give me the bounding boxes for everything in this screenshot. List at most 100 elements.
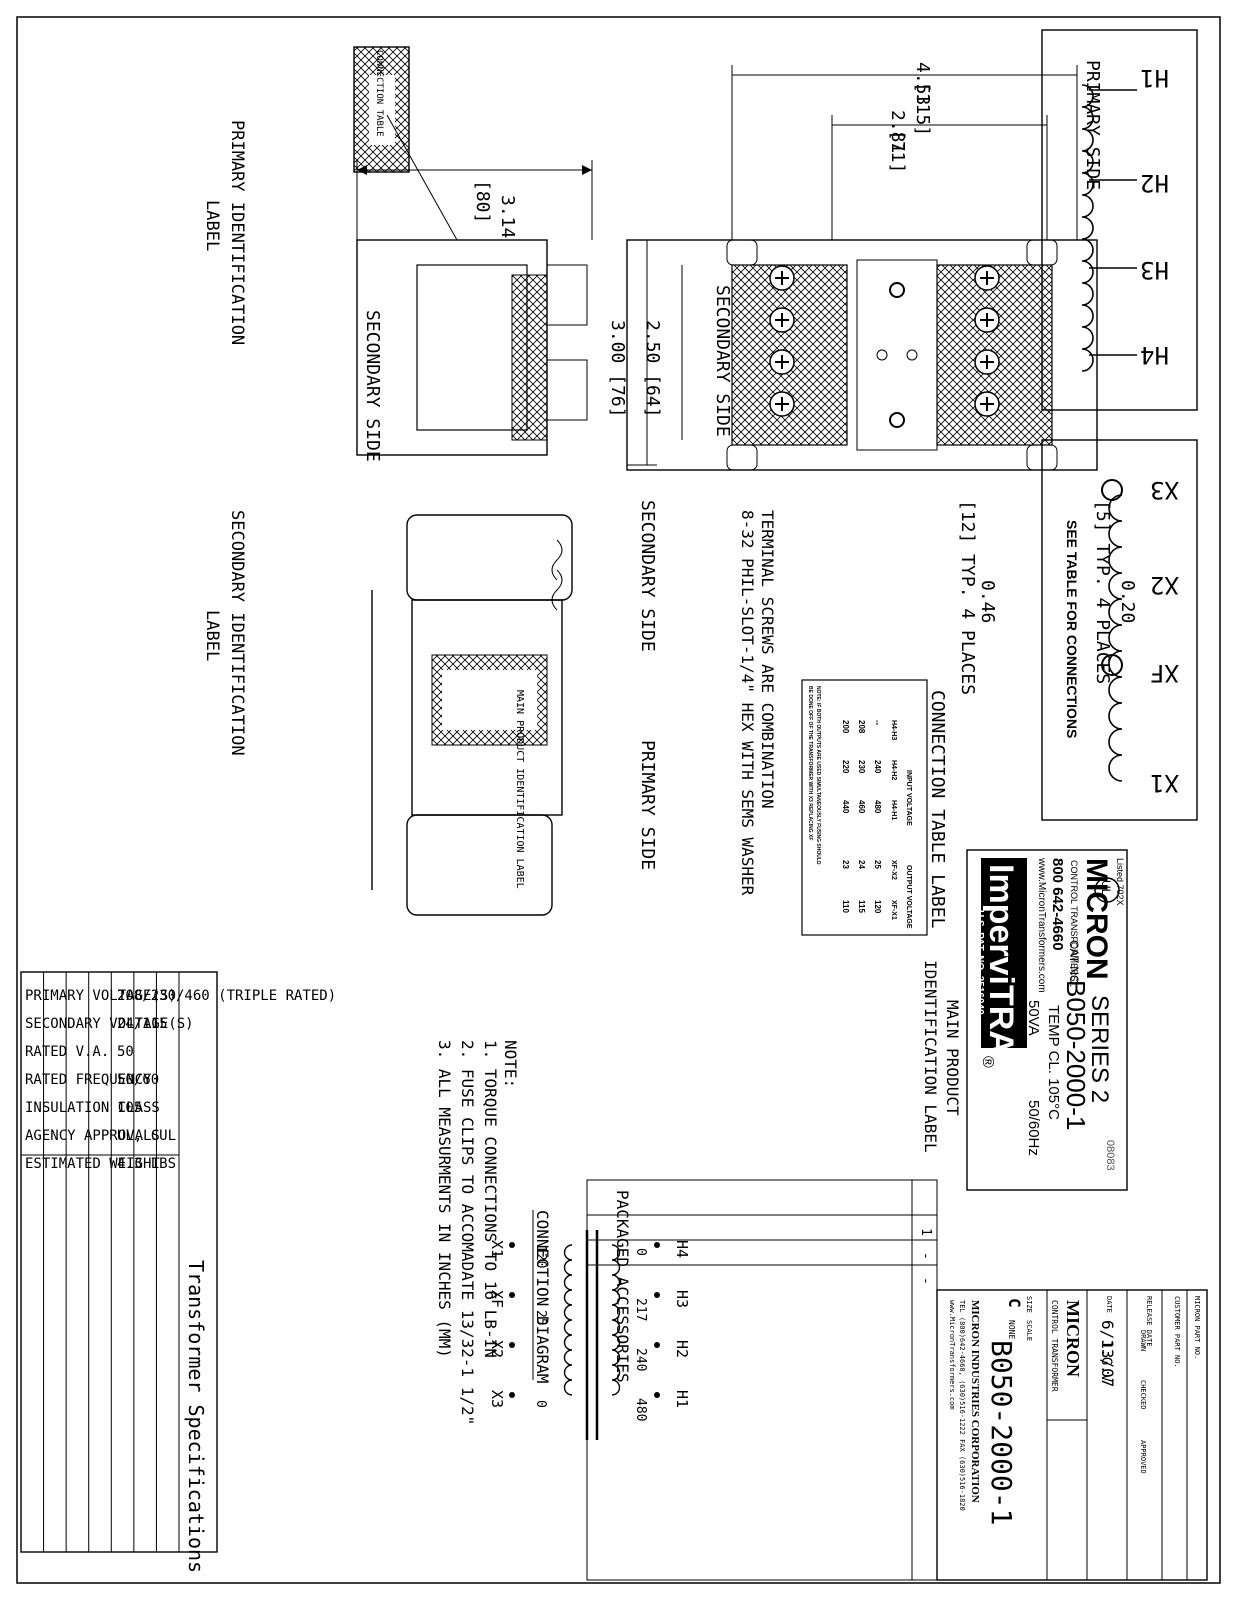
- column-header: H4-H2: [890, 760, 897, 780]
- secondary-id-label: X3 X2 XF X1 SEE TABLE FOR CONNECTIONS: [1041, 439, 1198, 821]
- scale-label: SCALE: [1025, 1320, 1033, 1341]
- dim-80mm: [80]: [472, 180, 493, 223]
- secondary-coil: [1108, 494, 1123, 782]
- website: www.MicronTransformers.com: [1036, 857, 1047, 993]
- spec-label: AGENCY APPROVALS: [25, 1128, 160, 1144]
- secondary-side-view: [356, 114, 593, 456]
- table-cell: 120: [873, 900, 882, 914]
- column-header: H4-H3: [890, 720, 897, 740]
- fuse-clip-icon: [1101, 479, 1123, 501]
- table-note: BE DONE OFF OF THE TRANSFORMER WITH X3 R…: [807, 686, 813, 840]
- secondary-side-caption: SECONDARY SIDE: [362, 310, 383, 462]
- table-cell: 23: [841, 860, 850, 869]
- dim-3-00: 3.00 [76]: [607, 320, 628, 418]
- secondary-label-caption-1: SECONDARY IDENTIFICATION: [227, 510, 247, 756]
- catalog-number: B050-2000-1: [1061, 980, 1091, 1130]
- secondary-side-caption-side: SECONDARY SIDE: [637, 500, 658, 652]
- input-header: INPUT VOLTAGE: [905, 770, 912, 826]
- primary-coil: [1081, 84, 1094, 372]
- diagram-terminal: H2: [673, 1340, 691, 1358]
- spec-value: 50/60: [117, 1072, 159, 1088]
- diagram-terminal: H1: [673, 1390, 691, 1408]
- size-label: SIZE: [1025, 1296, 1033, 1313]
- dim-0-20-note: [5] TYP. 4 PLACES: [1092, 500, 1113, 684]
- column-header: H4-H1: [890, 800, 897, 820]
- table-cell: 25: [873, 860, 882, 869]
- drawn-value: J.G.V: [1098, 1340, 1114, 1383]
- side-view-label: MAIN PRODUCT IDENTIFICATION LABEL: [514, 690, 525, 889]
- diagram-terminal: XF: [488, 1290, 506, 1308]
- diagram-value: 0: [533, 1400, 548, 1408]
- part-label: MICRON PART NO.: [1193, 1296, 1201, 1359]
- side-view: [371, 514, 573, 916]
- terminal-note-2: 8-32 PHIL-SLOT-1/4" HEX WITH SEMS WASHER: [738, 510, 757, 896]
- micron-logo-sub: CONTROL TRANSFORMERS: [1069, 860, 1079, 982]
- spec-label: INSULATION CLASS: [25, 1100, 160, 1116]
- primary-id-label: H1 H2 H3 H4: [1041, 29, 1198, 411]
- rated-hz: 50/60Hz: [1025, 1100, 1042, 1156]
- title-block: MICRON CONTROL TRANSFORMER MICRON INDUST…: [936, 1289, 1208, 1581]
- table-cell: 110: [841, 900, 850, 913]
- sheet-border: [16, 16, 1221, 1584]
- diagram-value: 0: [633, 1248, 648, 1256]
- dim-3-14: 3.14: [497, 195, 518, 238]
- spec-value: 24/115: [117, 1016, 168, 1032]
- diagram-value: 120: [533, 1245, 548, 1268]
- dim-4-53: 4.53: [912, 62, 933, 105]
- table-cell: 460: [857, 800, 866, 814]
- cat-label: CAT NO.: [1067, 940, 1081, 988]
- terminal-h1: H1: [1140, 64, 1169, 92]
- dim-2-50: 2.50 [64]: [642, 320, 663, 418]
- table-cell: 440: [841, 800, 850, 814]
- customer-label: CUSTOMER PART NO.: [1173, 1296, 1181, 1368]
- svg-text:UL: UL: [1099, 880, 1113, 896]
- spec-label: ESTIMATED WEIGHT: [25, 1156, 160, 1172]
- title-logo: MICRON: [1063, 1300, 1083, 1377]
- main-product-label: ImperviTRAN U.S. PAT. NO. 3516040 ® MICR…: [966, 849, 1128, 1191]
- rated-va: 50VA: [1025, 1000, 1042, 1036]
- dim-0-46-note: [12] TYP. 4 PLACES: [957, 500, 978, 695]
- connection-table-tag-text: CONNECTION TABLE: [374, 50, 384, 137]
- primary-label-caption-2: LABEL: [202, 200, 222, 251]
- table-cell: 115: [857, 900, 866, 913]
- spec-value: 208/230/460 (TRIPLE RATED): [117, 988, 336, 1004]
- patent-number: U.S. PAT. NO. 3516040: [974, 910, 985, 1015]
- table-cell: --: [873, 720, 882, 726]
- packaged-accessories: PACKAGED ACCESSORIES 1 - -: [586, 1179, 938, 1581]
- accessory-row-1: 1: [918, 1228, 933, 1236]
- spec-label: RATED FREQUENCY: [25, 1072, 152, 1088]
- diagram-terminal: X2: [488, 1340, 506, 1358]
- terminal-x3: X3: [1150, 476, 1179, 504]
- terminal-h4: H4: [1140, 341, 1169, 369]
- secondary-label-note: SEE TABLE FOR CONNECTIONS: [1064, 520, 1080, 738]
- dim-71mm: [71]: [887, 130, 908, 173]
- main-label-caption-2: IDENTIFICATION LABEL: [921, 960, 940, 1153]
- product-brand: ImperviTRAN: [982, 864, 1020, 1079]
- diagram-terminal: X3: [488, 1390, 506, 1408]
- table-cell: 240: [873, 760, 882, 774]
- secondary-side-caption-front: SECONDARY SIDE: [712, 285, 733, 437]
- note-1: 1. TORQUE CONNECTIONS TO 16 LB-IN: [481, 1040, 500, 1358]
- spec-label: RATED V.A.: [25, 1044, 109, 1060]
- company-name: MICRON INDUSTRIES CORPORATION: [969, 1300, 981, 1503]
- label-code: 08083: [1104, 1140, 1116, 1171]
- diagram-terminal: H4: [673, 1240, 691, 1258]
- diagram-value: 480: [633, 1398, 648, 1421]
- spec-table: Transformer Specifications PRIMARY VOLTA…: [20, 971, 336, 1573]
- dim-0-20: 0.20: [1117, 580, 1138, 623]
- drawing-part-number: B050-2000-1: [985, 1340, 1018, 1525]
- primary-label-caption-1: PRIMARY IDENTIFICATION: [227, 120, 247, 345]
- dim-0-46: 0.46: [977, 580, 998, 623]
- scale-value: NONE: [1007, 1320, 1016, 1339]
- connection-table-tag: CONNECTION TABLE: [353, 46, 410, 173]
- diagram-value: 240: [633, 1348, 648, 1371]
- primary-side-caption-side: PRIMARY SIDE: [637, 740, 658, 870]
- diagram-terminal: X1: [488, 1240, 506, 1258]
- diagram-terminal: H3: [673, 1290, 691, 1308]
- spec-value: UL, CUL: [117, 1128, 176, 1144]
- svg-text:®: ®: [979, 1056, 996, 1068]
